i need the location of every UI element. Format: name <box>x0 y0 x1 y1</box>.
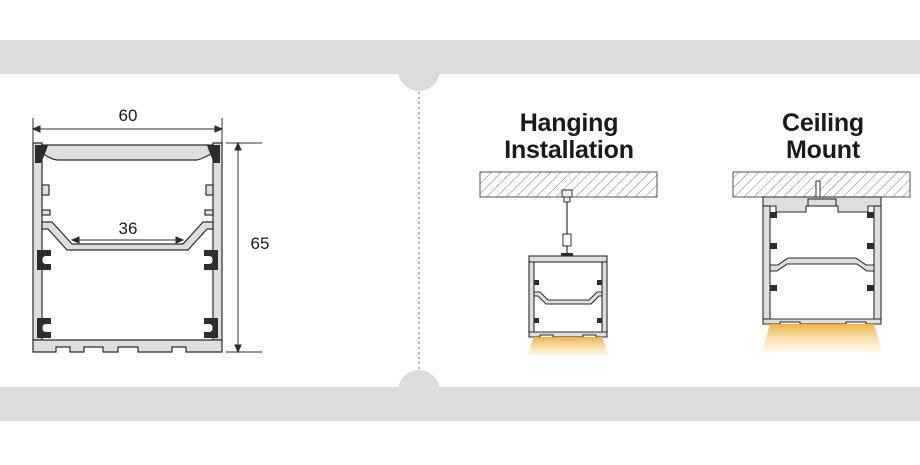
gear-tray <box>41 221 214 251</box>
right-slot-low <box>204 318 218 338</box>
top-notch <box>398 49 440 91</box>
ceiling-title-line2: Mount <box>786 136 860 164</box>
profile-width-label: 60 <box>118 106 138 125</box>
left-slot-mid <box>37 250 51 270</box>
profile-section <box>31 118 262 354</box>
bottom-band <box>0 387 920 421</box>
hanging-title: Hanging Installation <box>488 110 650 164</box>
hanging-diagram <box>479 171 658 355</box>
diffuser-top <box>41 144 214 161</box>
base-plate <box>32 339 223 353</box>
profile-height-label: 65 <box>250 234 270 253</box>
left-slot-low <box>37 318 51 338</box>
top-right-clip <box>207 145 220 163</box>
bottom-notch <box>398 370 440 412</box>
left-wall <box>32 142 43 341</box>
hanging-profile <box>528 255 608 338</box>
ceiling-diagram <box>732 171 911 352</box>
cable-gripper <box>562 233 572 247</box>
hanging-mount-clip <box>561 253 573 257</box>
right-slot-mid <box>204 250 218 270</box>
top-band <box>0 40 920 74</box>
ceiling-title-line1: Ceiling <box>782 109 864 137</box>
mount-ceiling-slab <box>732 171 911 198</box>
hanging-title-line1: Hanging <box>519 109 619 137</box>
hanging-title-line2: Installation <box>504 136 634 164</box>
inner-width-dimension <box>70 236 185 244</box>
mount-profile <box>762 196 882 325</box>
ceiling-title: Ceiling Mount <box>743 110 903 164</box>
right-wall <box>212 142 223 341</box>
hanging-light-beam <box>527 337 609 355</box>
height-dimension <box>226 141 262 354</box>
suspension-anchor <box>561 189 573 203</box>
mount-screw <box>815 180 821 198</box>
width-dimension <box>31 118 224 143</box>
profile-inner-width-label: 36 <box>118 219 138 238</box>
mount-light-beam <box>762 324 882 352</box>
top-left-clip <box>35 145 48 163</box>
